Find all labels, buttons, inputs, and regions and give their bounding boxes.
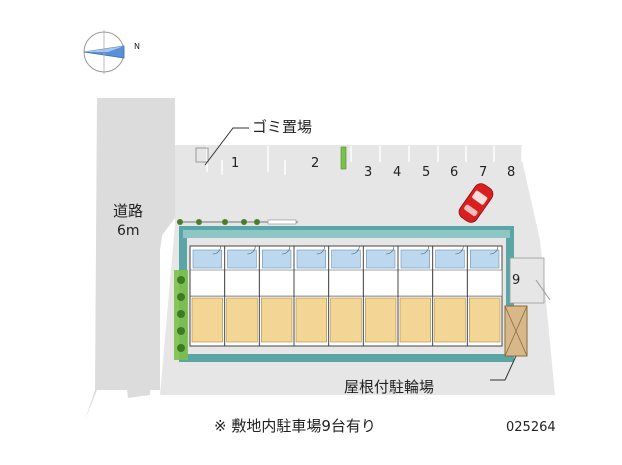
unit-bath-area	[262, 249, 292, 269]
parking-space-2: 2	[311, 156, 319, 171]
unit-kitchen-area	[397, 269, 433, 297]
door-swing-icon	[351, 245, 360, 255]
bicycle-shelter	[504, 305, 528, 357]
unit-room	[261, 297, 293, 343]
unit-room	[399, 297, 431, 343]
door-swing-icon	[385, 245, 395, 255]
unit-bath-area	[331, 249, 361, 269]
apartment-units	[189, 245, 503, 346]
unit-kitchen-area	[259, 269, 295, 297]
unit-kitchen-area	[467, 269, 503, 297]
unit-kitchen-area	[363, 269, 399, 297]
parking-note: ※ 敷地内駐車場9台有り	[214, 417, 376, 435]
parking-space-labels: 1 2 3 4 5 6 7 8 9	[231, 156, 520, 288]
unit-bath-area	[296, 249, 326, 269]
unit-bath-area	[192, 249, 222, 269]
unit-room	[330, 297, 362, 343]
door-swing-icon	[281, 245, 291, 255]
parking-space-9: 9	[512, 273, 520, 288]
parking-space-6: 6	[450, 165, 458, 180]
compass-label: N	[134, 42, 140, 51]
unit-bath-area	[366, 249, 396, 269]
unit-room	[434, 297, 466, 343]
shrub-column	[177, 276, 185, 352]
road-label-1: 道路	[113, 202, 143, 220]
unit-bath-area	[400, 249, 430, 269]
unit-room	[365, 297, 397, 343]
parking-space-3: 3	[364, 165, 372, 180]
unit-bath-area	[227, 249, 257, 269]
unit-kitchen-area	[224, 269, 260, 297]
compass-icon: N	[83, 30, 140, 74]
unit-bath-area	[470, 249, 500, 269]
unit-kitchen-area	[432, 269, 468, 297]
parking-space-7: 7	[479, 165, 487, 180]
unit-room	[191, 297, 223, 343]
parking-space-5: 5	[422, 165, 430, 180]
door-swing-icon	[212, 245, 221, 255]
door-swing-icon	[316, 245, 325, 255]
parking-space-4: 4	[393, 165, 401, 180]
property-code: 025264	[506, 420, 556, 435]
hedge-row	[177, 219, 260, 225]
bicycle-shelter-label: 屋根付駐輪場	[344, 378, 434, 396]
garbage-area	[195, 147, 209, 163]
unit-room	[469, 297, 501, 343]
parking-stall-lines	[206, 146, 523, 175]
door-swing-icon	[489, 245, 499, 255]
parking-space-1: 1	[231, 156, 239, 171]
unit-kitchen-area	[189, 269, 225, 297]
unit-kitchen-area	[328, 269, 364, 297]
door-swing-icon	[455, 245, 464, 255]
door-swing-icon	[420, 245, 429, 255]
unit-room	[226, 297, 258, 343]
door-swing-icon	[247, 245, 256, 255]
unit-kitchen-area	[293, 269, 329, 297]
unit-bath-area	[435, 249, 465, 269]
parked-car-icon	[458, 183, 494, 223]
road-label-2: 6m	[117, 223, 140, 239]
unit-room	[295, 297, 327, 343]
garbage-label: ゴミ置場	[252, 118, 312, 136]
parking-space-8: 8	[507, 165, 515, 180]
